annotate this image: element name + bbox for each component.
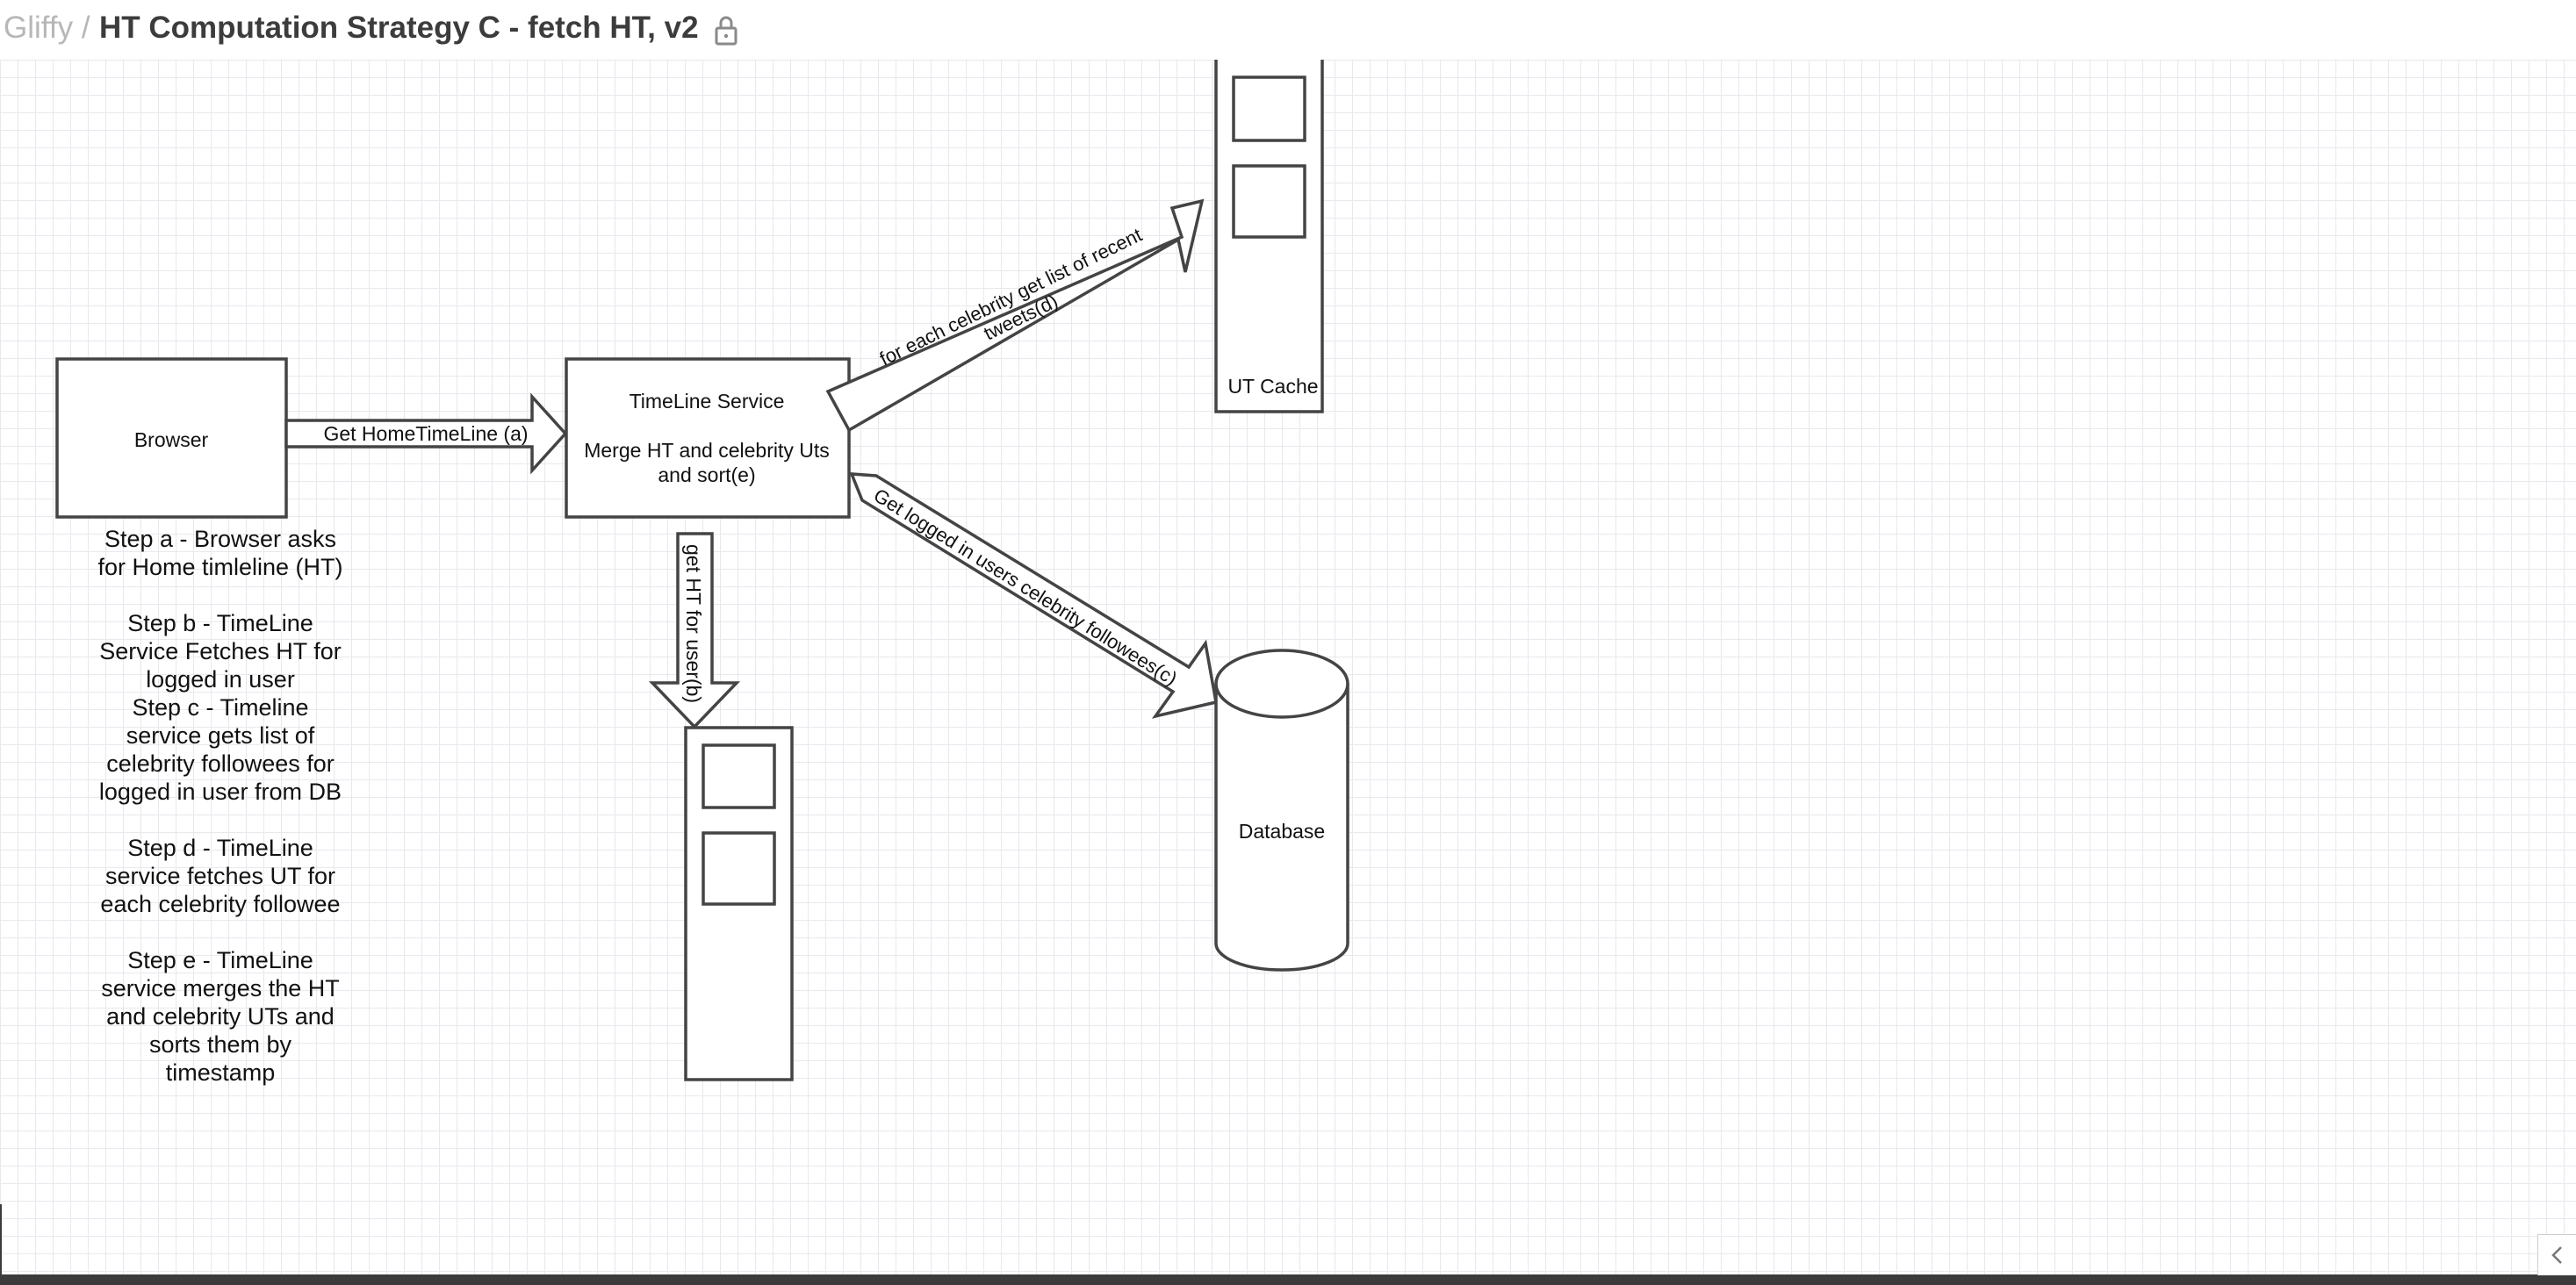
timeline-service-line1: Merge HT and celebrity Uts <box>584 439 830 462</box>
page-title: HT Computation Strategy C - fetch HT, v2 <box>99 11 699 45</box>
ht-cache-slot <box>702 831 776 906</box>
ut-cache-node[interactable]: UT Cache <box>1214 60 1324 413</box>
get-ht-for-user-arrow[interactable]: get HT for user(b) <box>648 532 741 729</box>
header-bar: Gliffy / HT Computation Strategy C - fet… <box>0 0 2576 61</box>
lock-icon[interactable] <box>713 14 739 46</box>
collapse-panel-button[interactable] <box>2537 1234 2576 1275</box>
database-node[interactable]: Database <box>1214 649 1349 972</box>
bottom-bar <box>0 1274 2576 1285</box>
left-edge-marker <box>0 1204 2 1274</box>
ht-cache-node[interactable] <box>684 726 794 1081</box>
timeline-service-line2: and sort(e) <box>658 463 755 486</box>
timeline-service-title: TimeLine Service <box>630 390 785 413</box>
get-hometimeline-arrow[interactable]: Get HomeTimeLine (a) <box>284 392 568 475</box>
database-label: Database <box>1239 820 1325 843</box>
breadcrumb[interactable]: Gliffy / <box>4 11 90 45</box>
browser-label: Browser <box>134 428 209 451</box>
ht-cache-slot <box>702 743 776 809</box>
get-hometimeline-label: Get HomeTimeLine (a) <box>323 422 528 445</box>
get-celebrity-followees-arrow[interactable]: Get logged in users celebrity followees(… <box>849 472 1219 719</box>
get-ht-for-user-label: get HT for user(b) <box>682 544 705 703</box>
fetch-recent-tweets-label-1: for each celebrity get list of recent <box>876 224 1146 370</box>
timeline-service-node[interactable]: TimeLine Service Merge HT and celebrity … <box>565 357 851 519</box>
diagram-canvas[interactable]: Browser Get HomeTimeLine (a) TimeLine Se… <box>0 60 2576 1274</box>
steps-description: Step a - Browser asks for Home timleline… <box>97 526 343 1086</box>
fetch-recent-tweets-arrow[interactable]: for each celebrity get list of recent tw… <box>825 198 1205 433</box>
ut-cache-label: UT Cache <box>1227 375 1318 398</box>
ut-cache-slot <box>1232 75 1306 142</box>
ut-cache-slot <box>1232 164 1306 239</box>
get-celebrity-followees-label: Get logged in users celebrity followees(… <box>870 484 1181 689</box>
browser-node[interactable]: Browser <box>55 357 288 519</box>
chevron-left-icon <box>2551 1246 2562 1264</box>
